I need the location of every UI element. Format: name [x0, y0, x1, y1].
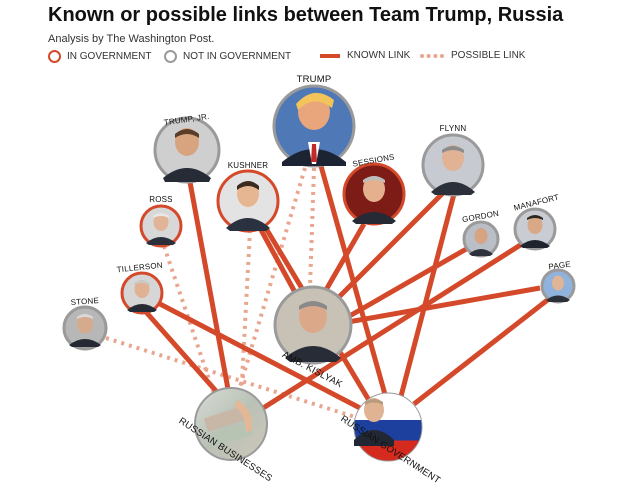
node-tillerson: TILLERSON: [116, 261, 164, 315]
legend: IN GOVERNMENT NOT IN GOVERNMENT KNOWN LI…: [48, 50, 608, 66]
known-link-trumpjr-businesses: [187, 181, 233, 401]
known-link-tillerson-government: [158, 301, 362, 411]
solid-line-icon: [320, 53, 340, 58]
legend-known-link-label: KNOWN LINK: [347, 50, 411, 61]
node-manafort: MANAFORT: [513, 193, 560, 251]
known-link-flynn-kislyak: [334, 190, 446, 302]
node-gordon: GORDON: [461, 209, 500, 258]
nodes: TRUMP TRUMP, JR. KUSHNER SESSIONS: [62, 74, 576, 486]
label-flynn: FLYNN: [440, 124, 467, 133]
known-link-kushner-kislyak: [257, 226, 300, 298]
ring-icon-not-in-government: [164, 50, 177, 63]
node-ross: ROSS: [139, 195, 183, 248]
possible-link-trump-businesses: [234, 167, 307, 401]
legend-known-link: KNOWN LINK: [320, 50, 410, 61]
label-kushner: KUSHNER: [228, 161, 269, 170]
known-link-page-kislyak: [347, 285, 541, 325]
known-link-gordon-kislyak: [344, 245, 470, 321]
label-trump: TRUMP: [297, 74, 332, 85]
node-russian-businesses: RUSSIAN BUSINESSES: [177, 387, 274, 484]
label-page: PAGE: [548, 260, 571, 272]
possible-link-kushner-businesses: [239, 229, 252, 401]
known-link-page-government: [412, 296, 552, 406]
node-trump-jr: TRUMP, JR.: [153, 112, 221, 184]
possible-link-ross-businesses: [162, 245, 218, 401]
page-title: Known or possible links between Team Tru…: [48, 4, 564, 26]
known-link-tillerson-businesses: [144, 310, 226, 402]
ring-icon-in-government: [48, 50, 61, 63]
subtitle: Analysis by The Washington Post.: [48, 33, 215, 45]
legend-possible-link: POSSIBLE LINK: [420, 50, 525, 61]
possible-link-trump-kislyak: [308, 167, 316, 289]
label-stone: STONE: [70, 296, 99, 307]
dotted-line-icon: [420, 53, 444, 58]
known-link-manafort-businesses: [258, 241, 524, 413]
legend-in-government: IN GOVERNMENT: [48, 50, 151, 63]
known-link-sessions-kislyak: [323, 222, 367, 292]
legend-possible-link-label: POSSIBLE LINK: [451, 50, 526, 61]
node-page: PAGE: [540, 260, 576, 304]
node-kushner: KUSHNER: [216, 161, 280, 233]
known-link-flynn-government: [397, 193, 457, 401]
node-trump: TRUMP: [272, 74, 356, 168]
node-sessions: SESSIONS: [342, 152, 406, 226]
node-flynn: FLYNN: [421, 124, 485, 197]
legend-not-in-government: NOT IN GOVERNMENT: [164, 50, 291, 63]
legend-in-government-label: IN GOVERNMENT: [67, 51, 152, 62]
legend-not-in-government-label: NOT IN GOVERNMENT: [183, 51, 292, 62]
label-ross: ROSS: [149, 195, 172, 204]
node-stone: STONE: [62, 296, 108, 351]
node-kislyak: AMB. KISLYAK: [273, 285, 353, 390]
